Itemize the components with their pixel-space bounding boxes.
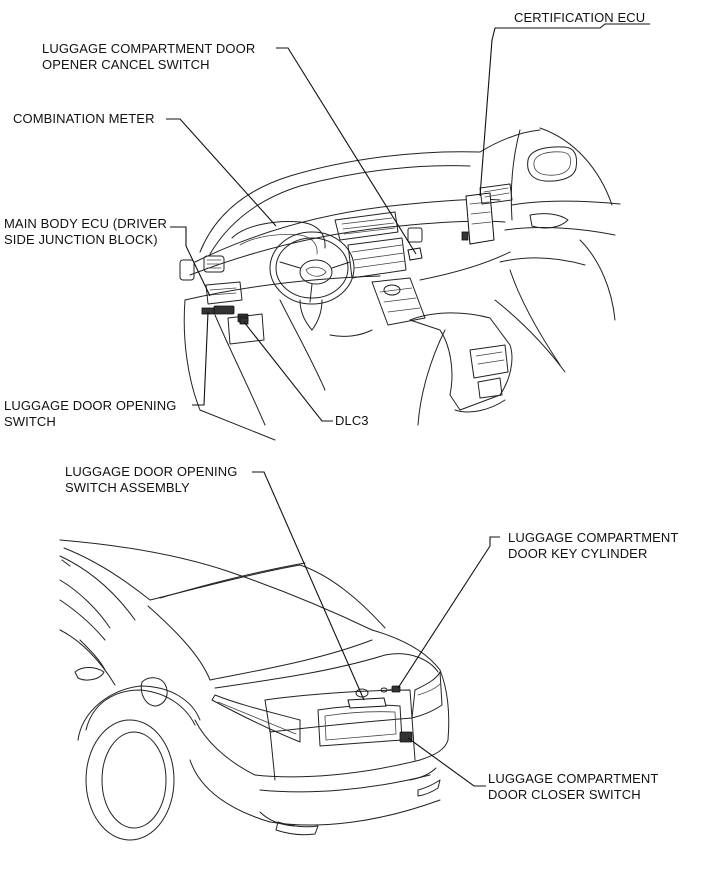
vehicle-interior-illustration	[179, 127, 621, 441]
door-key-cylinder-line1: LUGGAGE COMPARTMENT	[508, 530, 679, 545]
interior-leader-lines	[166, 23, 650, 422]
luggage-cancel-switch-line2: OPENER CANCEL SWITCH	[42, 57, 210, 72]
door-key-cylinder-line2: DOOR KEY CYLINDER	[508, 546, 648, 561]
dlc3-text: DLC3	[335, 413, 369, 428]
main-body-ecu-line2: SIDE JUNCTION BLOCK)	[4, 232, 158, 247]
luggage-door-opening-switch-assembly-line2: SWITCH ASSEMBLY	[65, 480, 190, 495]
dlc3-label: DLC3	[335, 413, 369, 429]
main-body-ecu-label: MAIN BODY ECU (DRIVER SIDE JUNCTION BLOC…	[4, 216, 167, 248]
luggage-cancel-switch-line1: LUGGAGE COMPARTMENT DOOR	[42, 41, 256, 56]
certification-ecu-text: CERTIFICATION ECU	[514, 10, 646, 25]
luggage-door-opening-switch-assembly-label: LUGGAGE DOOR OPENING SWITCH ASSEMBLY	[65, 464, 237, 496]
luggage-door-opening-switch-line2: SWITCH	[4, 414, 56, 429]
combination-meter-label: COMBINATION METER	[13, 111, 155, 127]
rear-leader-lines	[252, 471, 500, 787]
door-closer-switch-line1: LUGGAGE COMPARTMENT	[488, 771, 659, 786]
vehicle-rear-illustration	[59, 539, 450, 841]
certification-ecu-label: CERTIFICATION ECU	[514, 10, 645, 26]
luggage-door-opening-switch-line1: LUGGAGE DOOR OPENING	[4, 398, 177, 413]
door-key-cylinder-label: LUGGAGE COMPARTMENT DOOR KEY CYLINDER	[508, 530, 678, 562]
luggage-cancel-switch-label: LUGGAGE COMPARTMENT DOOR OPENER CANCEL S…	[42, 41, 255, 73]
main-body-ecu-line1: MAIN BODY ECU (DRIVER	[4, 216, 167, 231]
door-closer-switch-line2: DOOR CLOSER SWITCH	[488, 787, 641, 802]
combination-meter-text: COMBINATION METER	[13, 111, 155, 126]
luggage-door-opening-switch-assembly-line1: LUGGAGE DOOR OPENING	[65, 464, 238, 479]
door-closer-switch-label: LUGGAGE COMPARTMENT DOOR CLOSER SWITCH	[488, 771, 658, 803]
luggage-door-opening-switch-label: LUGGAGE DOOR OPENING SWITCH	[4, 398, 176, 430]
